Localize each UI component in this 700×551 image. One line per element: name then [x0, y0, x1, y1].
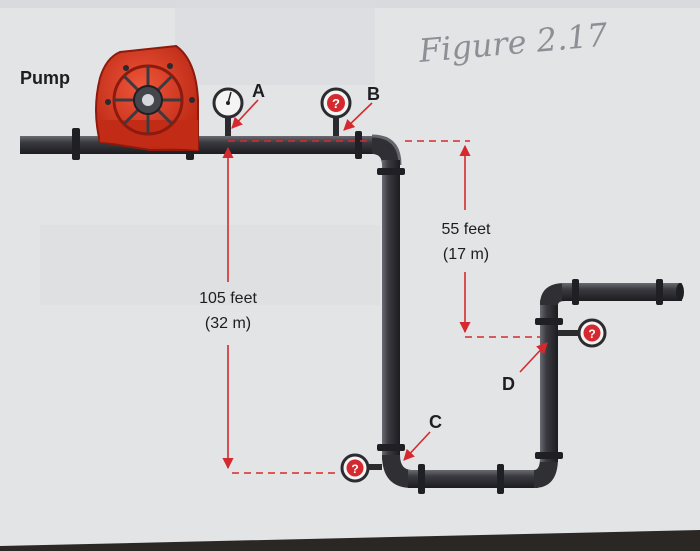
point-label-b: B [367, 84, 380, 104]
coupling [572, 279, 579, 305]
coupling [418, 464, 425, 494]
coupling [377, 444, 405, 451]
gauge-c-question: ? [351, 462, 358, 476]
gauge-c: ? [340, 453, 382, 483]
leader-a [231, 99, 259, 129]
rise-meters-label: (17 m) [443, 246, 489, 263]
coupling [535, 318, 563, 325]
exit-pipe [562, 283, 682, 301]
leader-b [343, 102, 373, 131]
gauge-d-question: ? [588, 327, 595, 341]
coupling [535, 452, 563, 459]
bottom-pipe [408, 470, 538, 488]
coupling [377, 168, 405, 175]
coupling [355, 131, 362, 159]
gauge-a [212, 87, 244, 136]
gauge-b-question: ? [332, 96, 340, 111]
point-label-d: D [502, 374, 515, 394]
gauge-b: ? [320, 87, 352, 136]
point-label-c: C [429, 412, 442, 432]
vertical-down-pipe [382, 160, 400, 460]
top-right-elbow [540, 283, 565, 305]
coupling [656, 279, 663, 305]
rise-feet-label: 55 feet [442, 221, 491, 238]
pump [95, 44, 199, 151]
bottom-left-elbow [382, 455, 412, 488]
point-label-a: A [252, 81, 265, 101]
dimension-lines [222, 99, 548, 474]
pump-label: Pump [20, 68, 70, 88]
leader-d [519, 342, 548, 373]
total-meters-label: (32 m) [205, 315, 251, 332]
coupling [497, 464, 504, 494]
leader-c [403, 431, 431, 461]
coupling [72, 128, 80, 160]
vertical-up-pipe [540, 300, 558, 462]
total-feet-label: 105 feet [199, 290, 257, 307]
gauge-d: ? [558, 318, 607, 348]
bottom-right-elbow [534, 458, 558, 488]
